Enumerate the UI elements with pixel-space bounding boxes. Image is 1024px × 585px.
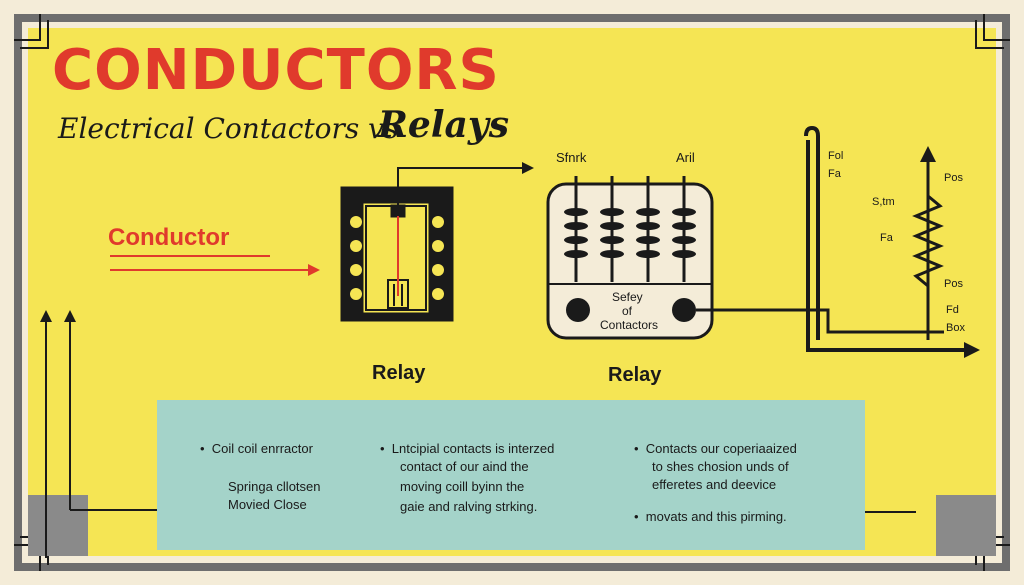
left-arrow-1-head (40, 310, 52, 322)
relay-right (546, 176, 714, 340)
panel-col2-line3: moving coill byinn the (400, 479, 525, 494)
spring-rod-arrow (920, 146, 936, 162)
contactor-top-label-left: Sfnrk (556, 150, 587, 165)
panel-col1-line3: Movied Close (228, 497, 307, 512)
panel-col2-line2: contact of our aind the (400, 459, 529, 474)
info-panel (157, 400, 865, 550)
contactor-top-label-right: Aril (676, 150, 695, 165)
conductor-arrowhead (308, 264, 320, 276)
side-label-box: Box (946, 322, 965, 334)
relay-right-label: Relay (608, 364, 662, 386)
panel-col1-line1: • Coil coil enrractor (200, 441, 313, 456)
left-arrow-2-head (64, 310, 76, 322)
panel-col1-line2: Springa cllotsen (228, 479, 321, 494)
subtitle-contactors: Electrical Contactors vs (58, 112, 399, 145)
side-label-pos-top: Pos (944, 172, 963, 184)
main-title: CONDUCTORS (52, 38, 500, 103)
corner-band-bl (28, 495, 88, 556)
relay-left-label: Relay (372, 362, 426, 384)
axis-base-arrow (964, 342, 980, 358)
corner-ornament-tr (975, 14, 1010, 49)
panel-col3-text4: movats and this pirming. (645, 509, 787, 524)
spring-coil (912, 194, 944, 288)
panel-col2-line4: gaie and ralving strking. (400, 499, 538, 514)
side-label-fa-mid: Fa (880, 232, 893, 244)
axis-hook (804, 125, 820, 340)
contactor-output-line (696, 308, 944, 334)
panel-col3-line3: efferetes and deevice (652, 477, 777, 492)
side-label-pos-bottom: Pos (944, 278, 963, 290)
panel-col2-text1: Lntcipial contacts is interzed (391, 441, 555, 456)
box-text-line3: Contactors (600, 318, 659, 332)
box-text-line2: of (622, 304, 633, 318)
axis-base (806, 140, 970, 352)
panel-col3-line2: to shes chosion unds of (652, 459, 789, 474)
side-label-fol: Fol (828, 150, 844, 162)
relay-left-lead-arrow (522, 162, 534, 174)
relay-left-lead (397, 167, 528, 206)
panel-col3-line4: • movats and this pirming. (634, 509, 787, 524)
panel-col2-line1: • Lntcipial contacts is interzed (380, 441, 555, 456)
side-label-fd: Fd (946, 304, 959, 316)
corner-ornament-tl (14, 14, 49, 49)
side-label-fa-top: Fa (828, 168, 841, 180)
panel-col3-text1: Contacts our coperiaaized (645, 441, 797, 456)
corner-band-br (936, 495, 996, 556)
conductor-label: Conductor (108, 224, 230, 251)
panel-col3-line1: • Contacts our coperiaaized (634, 441, 797, 456)
panel-col1-text1: Coil coil enrractor (211, 441, 313, 456)
subtitle-relays: Relays (378, 104, 510, 146)
side-label-sm: S,tm (872, 196, 895, 208)
box-text-line1: Sefey (612, 290, 643, 304)
